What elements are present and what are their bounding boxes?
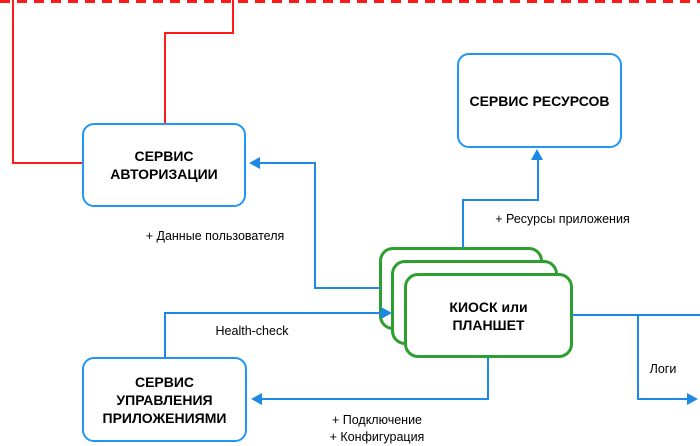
trust-boundary-dashed-line: [0, 0, 700, 3]
red-link-top-vertical-segment: [232, 0, 234, 34]
edge-logs-vertical: [637, 314, 639, 400]
red-link-top-drop-segment: [164, 32, 166, 124]
edge-label-logs: Логи: [649, 362, 677, 376]
edge-logs-horizontal-bottom: [637, 398, 689, 400]
edge-logs-arrowhead-icon: [687, 393, 698, 405]
edge-label-health-check: Health-check: [215, 324, 289, 338]
edge-connect-config-vertical: [487, 357, 489, 400]
edge-user-data-horizontal-top: [258, 162, 316, 164]
red-link-left-vertical-segment: [12, 0, 14, 164]
node-app-management-service-label-line3: ПРИЛОЖЕНИЯМИ: [102, 409, 227, 426]
edge-connect-config-arrowhead-icon: [251, 393, 262, 405]
node-kiosk-or-tablet-label-line1: КИОСК или: [449, 298, 528, 315]
edge-label-user-data: + Данные пользователя: [145, 229, 285, 243]
node-resources-service-label: СЕРВИС РЕСУРСОВ: [469, 92, 610, 109]
node-authorization-service-label-line2: АВТОРИЗАЦИИ: [110, 166, 218, 182]
node-resources-service: СЕРВИС РЕСУРСОВ: [457, 53, 622, 148]
node-kiosk-or-tablet: КИОСК или ПЛАНШЕТ: [404, 273, 573, 358]
node-app-management-service: СЕРВИС УПРАВЛЕНИЯ ПРИЛОЖЕНИЯМИ: [82, 357, 247, 442]
edge-label-connect-line: + Подключение: [331, 413, 423, 427]
edge-label-config-line: + Конфигурация: [329, 430, 425, 444]
red-link-left-horizontal-segment: [12, 162, 82, 164]
edge-app-resources-vertical-bottom: [462, 199, 464, 248]
edge-app-resources-vertical-top: [537, 159, 539, 201]
edge-app-resources-arrowhead-icon: [531, 149, 543, 160]
node-authorization-service: СЕРВИС АВТОРИЗАЦИИ: [82, 123, 246, 207]
node-app-management-service-label-line1: СЕРВИС: [134, 373, 195, 390]
edge-health-check-horizontal: [164, 312, 383, 314]
edge-health-check-vertical: [164, 312, 166, 358]
node-app-management-service-label-line2: УПРАВЛЕНИЯ: [116, 391, 213, 408]
edge-user-data-arrowhead-icon: [249, 157, 260, 169]
edge-logs-horizontal-top: [572, 314, 700, 316]
edge-label-app-resources: + Ресурсы приложения: [495, 212, 630, 226]
edge-app-resources-horizontal: [462, 199, 539, 201]
edge-health-check-arrowhead-icon: [381, 307, 392, 319]
node-kiosk-or-tablet-label-line2: ПЛАНШЕТ: [452, 316, 525, 333]
node-authorization-service-label-line1: СЕРВИС: [134, 148, 194, 164]
edge-user-data-horizontal-bottom: [314, 287, 380, 289]
edge-user-data-vertical: [314, 162, 316, 289]
edge-label-connect-config: + Подключение + Конфигурация: [307, 412, 447, 446]
red-link-top-horizontal-segment: [164, 32, 234, 34]
edge-connect-config-horizontal: [260, 398, 489, 400]
